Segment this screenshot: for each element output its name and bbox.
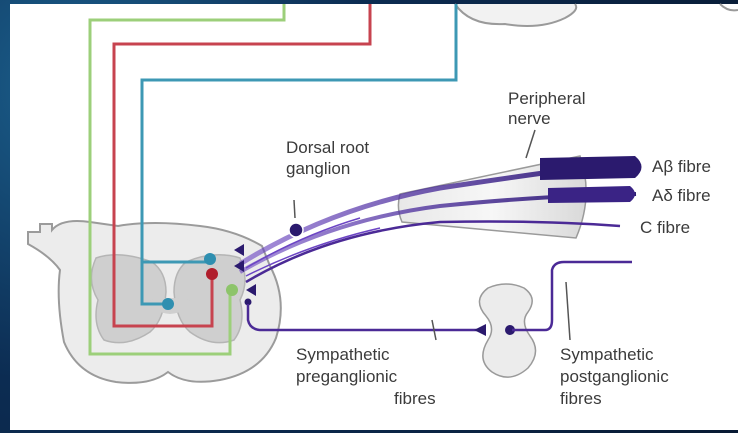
label-c-fibre: C fibre [640, 218, 690, 237]
label-dorsal-root-ganglion-1: Dorsal root [286, 138, 369, 157]
red-neuron [206, 268, 218, 280]
green-neuron [226, 284, 238, 296]
preganglionic-terminal [474, 324, 486, 336]
label-adelta-fibre: Aδ fibre [652, 186, 711, 205]
brain-outline-fragment [455, 4, 576, 26]
adelta-fibre-bundle [548, 186, 635, 203]
abeta-fibre-bundle [540, 156, 642, 180]
teal-neuron-deep [162, 298, 174, 310]
label-dorsal-root-ganglion-2: ganglion [286, 159, 350, 178]
label-sympathetic-pre-1: Sympathetic [296, 345, 390, 364]
sympathetic-preganglionic-fibre [248, 304, 478, 330]
label-peripheral-nerve-1: Peripheral [508, 89, 586, 108]
dorsal-root-ganglion [289, 223, 303, 237]
label-sympathetic-pre-3: fibres [394, 389, 436, 408]
label-sympathetic-post-3: fibres [560, 389, 602, 408]
label-sympathetic-post-1: Sympathetic [560, 345, 654, 364]
teal-neuron [204, 253, 216, 265]
brain-outline-fragment-right [720, 4, 738, 10]
dorsal-root-ganglion-pointer [294, 200, 295, 218]
label-sympathetic-pre-2: preganglionic [296, 367, 398, 386]
label-sympathetic-post-2: postganglionic [560, 367, 669, 386]
label-abeta-fibre: Aβ fibre [652, 157, 711, 176]
peripheral-nerve-pointer [526, 130, 535, 158]
label-peripheral-nerve-2: nerve [508, 109, 551, 128]
postganglionic-pointer [566, 282, 570, 340]
